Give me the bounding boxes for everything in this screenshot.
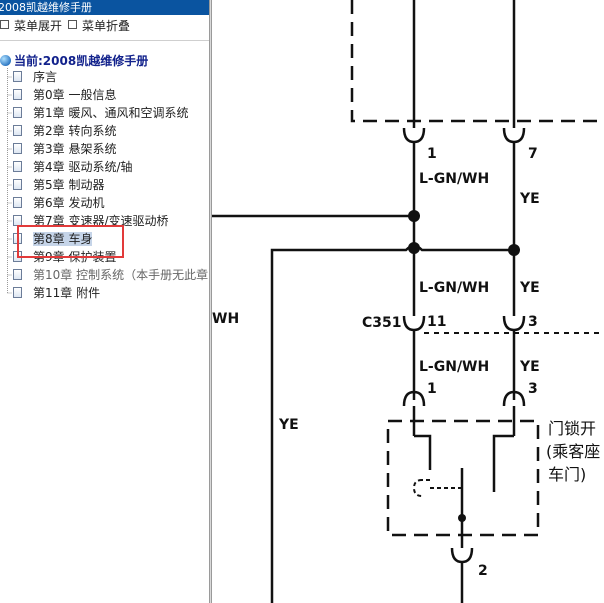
wire-color-label: YE [519,191,540,207]
tree-item[interactable]: 第5章 制动器 [0,176,209,194]
pin-cup-icon [402,315,426,332]
tree-item-label: 第0章 一般信息 [33,88,117,102]
tree-elbow [7,194,12,212]
switch-actuator [412,479,462,497]
window-title-bar: 2008凯越维修手册 [0,0,209,15]
junction-dot [408,242,420,254]
tree-root-label: 当前:2008凯越维修手册 [14,54,149,68]
pin-label: 1 [427,381,437,397]
globe-icon [0,55,11,66]
pane-splitter[interactable] [209,0,212,603]
tree-elbow [7,158,12,176]
wire-color-label: L-GN/WH [419,171,489,187]
tree-elbow [7,176,12,194]
page-icon [13,197,22,208]
tree-elbow [7,104,12,122]
top-component-outline [350,0,604,123]
tree-elbow [7,140,12,158]
tree-item[interactable]: 第2章 转向系统 [0,122,209,140]
tree-elbow [7,86,12,104]
navigation-pane: 2008凯越维修手册 菜单展开 菜单折叠 当前:2008凯越维修手册 序言第0章… [0,0,209,603]
tree-item[interactable]: 第1章 暖风、通风和空调系统 [0,104,209,122]
tree-item-label: 第6章 发动机 [33,196,105,210]
tree-item[interactable]: 第10章 控制系统（本手册无此章 [0,266,209,284]
wiring-diagram: 1 7 L-GN/WH YE L-GN/WH YE C351 11 3 L-GN… [212,0,604,603]
tree-item[interactable]: 第6章 发动机 [0,194,209,212]
page-icon [13,107,22,118]
tree-item[interactable]: 第11章 附件 [0,284,209,302]
tree-item-label: 第11章 附件 [33,286,101,300]
pin-label: 3 [528,314,538,330]
junction-dot [408,210,420,222]
window-title: 2008凯越维修手册 [0,1,92,14]
tree-elbow [7,212,12,230]
tree-elbow [7,266,12,284]
tree-item-label: 第8章 车身 [33,232,93,246]
tree-item-label: 第7章 变速器/变速驱动桥 [33,214,169,228]
tree-root[interactable]: 当前:2008凯越维修手册 [0,52,148,68]
pin-label: 3 [528,381,538,397]
wire-color-label: YE [519,280,540,296]
menu-bar: 菜单展开 菜单折叠 [0,16,209,34]
wire-color-label: YE [278,417,299,433]
square-icon [68,20,77,29]
switch-contact-left [414,434,432,470]
page-icon [13,179,22,190]
menu-collapse-label: 菜单折叠 [82,19,131,33]
menu-separator [0,40,209,41]
switch-contact-right [492,434,514,492]
pin-label: 2 [478,563,488,579]
pin-label: 1 [427,146,437,162]
tree-item[interactable]: 第0章 一般信息 [0,86,209,104]
page-icon [13,125,22,136]
wire-color-label: WH [212,311,239,327]
page-icon [13,287,22,298]
tree-elbow [7,68,12,86]
pin-cup-icon [402,127,426,144]
menu-expand-label: 菜单展开 [14,19,63,33]
wire-color-label: L-GN/WH [419,280,489,296]
pin-cup-icon [450,547,474,564]
tree-item-label: 第4章 驱动系统/轴 [33,160,133,174]
pin-label: 7 [528,146,538,162]
junction-dot [508,244,520,256]
menu-collapse-button[interactable]: 菜单折叠 [68,17,130,34]
tree-item[interactable]: 序言 [0,68,209,86]
tree-item-label: 第3章 悬架系统 [33,142,117,156]
selection-highlight-box [17,225,124,258]
connector-label: C351 [362,315,402,331]
pin-cup-icon [502,390,526,407]
tree-item-label: 第10章 控制系统（本手册无此章 [33,268,209,282]
wire-color-label: L-GN/WH [419,359,489,375]
tree-elbow [7,230,12,248]
pin-cup-icon [502,315,526,332]
junction-dot [458,514,466,522]
page-icon [13,89,22,100]
tree-item[interactable]: 第4章 驱动系统/轴 [0,158,209,176]
pin-cup-icon [502,127,526,144]
tree-item-label: 序言 [33,70,58,84]
page-icon [13,269,22,280]
component-title: (乘客座 [546,442,600,461]
tree-elbow [7,122,12,140]
tree-item-label: 第1章 暖风、通风和空调系统 [33,106,189,120]
component-title: 车门) [548,465,586,484]
wire-ye-branch [270,244,514,603]
tree-elbow [7,248,12,266]
tree-item-label: 第5章 制动器 [33,178,105,192]
page-icon [13,143,22,154]
wire-color-label: YE [519,359,540,375]
pin-cup-icon [402,390,426,407]
tree-item-label: 第2章 转向系统 [33,124,117,138]
tree-elbow [7,284,12,294]
square-icon [0,20,9,29]
tree-item[interactable]: 第8章 车身 [0,230,209,248]
page-icon [13,161,22,172]
tree-item[interactable]: 第3章 悬架系统 [0,140,209,158]
component-title: 门锁开 [548,419,596,438]
page-icon [13,71,22,82]
menu-expand-button[interactable]: 菜单展开 [0,17,62,34]
pin-label: 11 [427,314,446,330]
